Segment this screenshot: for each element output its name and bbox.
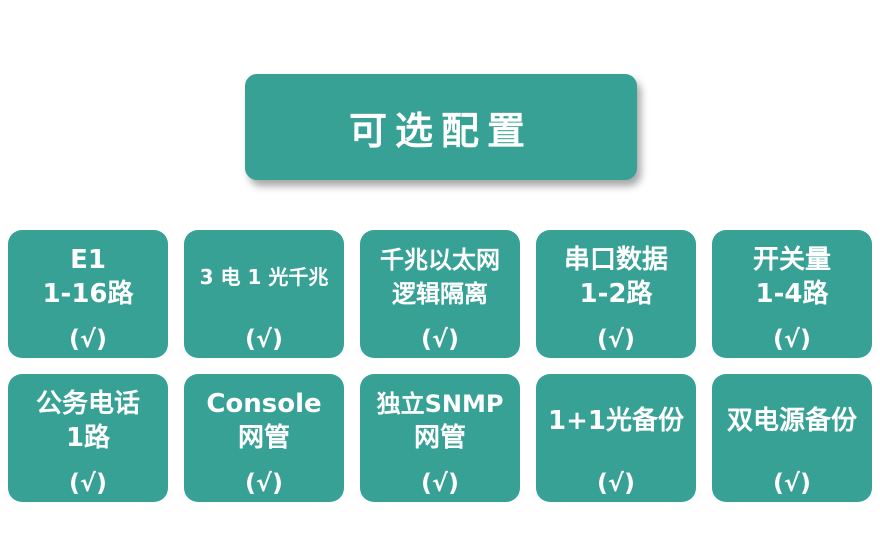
option-label: 网管 — [237, 423, 290, 453]
option-card-serial-data: 串口数据 1-2路 (√) — [536, 230, 696, 358]
check-mark: (√) — [421, 469, 459, 497]
check-mark: (√) — [245, 325, 283, 353]
check-mark: (√) — [773, 469, 811, 497]
option-label: 1+1光备份 — [548, 406, 684, 436]
option-label: 1-16路 — [42, 279, 134, 309]
option-label: 双电源备份 — [726, 406, 857, 436]
option-card-gigabit-ports: 3 电 1 光千兆 (√) — [184, 230, 344, 358]
check-mark: (√) — [773, 325, 811, 353]
option-label: 3 电 1 光千兆 — [199, 265, 329, 289]
option-card-console-management: Console 网管 (√) — [184, 374, 344, 502]
title-banner: 可选配置 — [245, 74, 637, 180]
option-label: 网管 — [413, 423, 466, 453]
option-label: 逻辑隔离 — [392, 280, 488, 308]
check-mark: (√) — [597, 325, 635, 353]
option-card-e1: E1 1-16路 (√) — [8, 230, 168, 358]
check-mark: (√) — [69, 469, 107, 497]
option-label: 千兆以太网 — [380, 246, 500, 274]
option-label: 1-2路 — [579, 279, 653, 309]
check-mark: (√) — [69, 325, 107, 353]
option-card-dual-power: 双电源备份 (√) — [712, 374, 872, 502]
check-mark: (√) — [597, 469, 635, 497]
check-mark: (√) — [245, 469, 283, 497]
option-card-service-phone: 公务电话 1路 (√) — [8, 374, 168, 502]
option-label: 公务电话 — [35, 389, 140, 419]
option-label: E1 — [70, 245, 106, 275]
page-title: 可选配置 — [348, 108, 533, 153]
option-label: 1路 — [65, 423, 111, 453]
option-label: 1-4路 — [755, 279, 829, 309]
check-mark: (√) — [421, 325, 459, 353]
option-card-optical-backup: 1+1光备份 (√) — [536, 374, 696, 502]
option-card-switch-quantity: 开关量 1-4路 (√) — [712, 230, 872, 358]
option-label: Console — [206, 389, 322, 419]
option-card-snmp-management: 独立SNMP 网管 (√) — [360, 374, 520, 502]
option-label: 独立SNMP — [376, 390, 504, 418]
option-card-ethernet-isolation: 千兆以太网 逻辑隔离 (√) — [360, 230, 520, 358]
option-label: 开关量 — [752, 245, 831, 275]
option-label: 串口数据 — [563, 245, 668, 275]
